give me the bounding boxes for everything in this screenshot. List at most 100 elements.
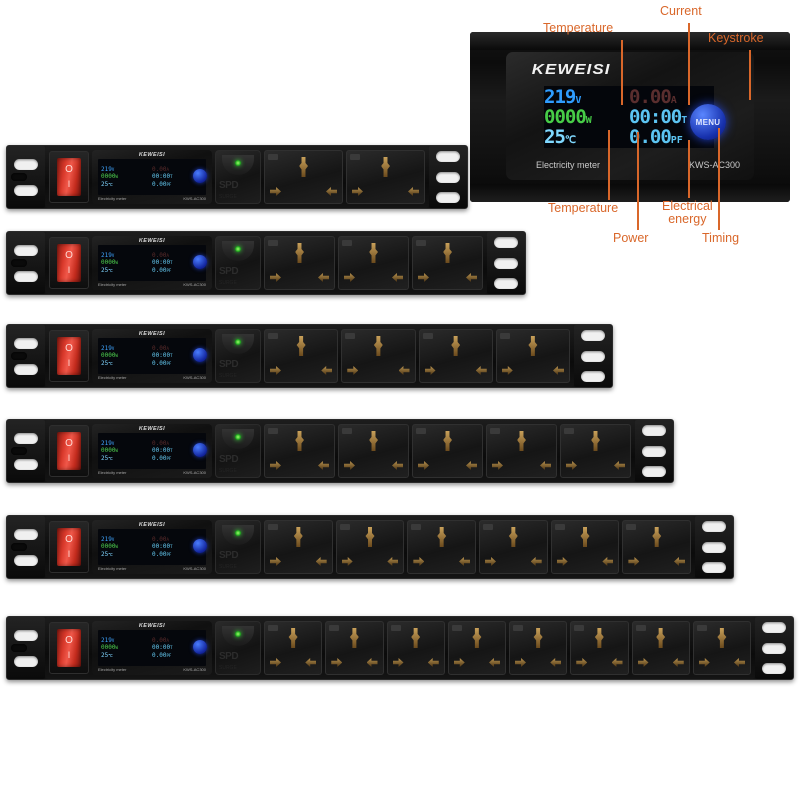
power-socket[interactable] xyxy=(346,150,425,204)
socket-group xyxy=(264,424,631,478)
bracket-cable-grommet xyxy=(11,259,27,267)
annotation-leader-line-temperature-bot xyxy=(608,130,610,200)
power-socket[interactable] xyxy=(338,424,409,478)
annotation-line: Temperature xyxy=(543,21,614,35)
socket-shutter-tab xyxy=(268,333,278,339)
socket-neutral-pin-hole xyxy=(672,658,684,667)
power-socket[interactable] xyxy=(447,621,506,675)
power-socket[interactable] xyxy=(264,236,335,290)
annotation-leader-line-keystroke xyxy=(749,50,751,100)
rack-mount-bracket-left xyxy=(7,232,45,294)
lcd-power-value: 0000 xyxy=(544,105,587,128)
socket-earth-pin-hole xyxy=(443,431,452,451)
power-socket[interactable] xyxy=(560,424,631,478)
menu-button[interactable] xyxy=(193,539,207,553)
power-socket[interactable] xyxy=(631,621,690,675)
power-socket[interactable] xyxy=(622,520,692,574)
socket-shutter-tab xyxy=(268,625,278,631)
power-socket[interactable] xyxy=(412,236,483,290)
power-socket[interactable] xyxy=(407,520,477,574)
socket-live-pin-hole xyxy=(492,461,503,470)
power-socket[interactable] xyxy=(341,329,416,383)
power-socket[interactable] xyxy=(264,150,343,204)
meter-brand-label: KEWEISI xyxy=(138,152,166,158)
power-socket[interactable] xyxy=(550,520,620,574)
socket-earth-pin-hole xyxy=(365,527,375,547)
menu-button[interactable] xyxy=(193,255,207,269)
bracket-slot xyxy=(14,363,38,375)
socket-live-pin-hole xyxy=(270,366,281,375)
socket-group xyxy=(264,520,692,574)
socket-earth-pin-hole xyxy=(411,628,421,648)
power-socket[interactable] xyxy=(495,329,570,383)
power-socket[interactable] xyxy=(264,424,335,478)
socket-shutter-tab xyxy=(554,524,565,530)
annotation-line: Keystroke xyxy=(708,31,764,45)
socket-neutral-pin-hole xyxy=(489,658,500,667)
power-socket[interactable] xyxy=(570,621,629,675)
callout-bezel-top xyxy=(470,32,790,50)
socket-shutter-tab xyxy=(339,524,350,530)
menu-button[interactable] xyxy=(193,348,207,362)
socket-shutter-tab xyxy=(574,625,585,631)
power-socket[interactable] xyxy=(335,520,405,574)
socket-neutral-pin-hole xyxy=(614,461,625,470)
power-socket[interactable] xyxy=(264,329,339,383)
socket-live-pin-hole xyxy=(331,658,343,667)
socket-earth-pin-hole xyxy=(288,628,298,648)
annotation-line: Current xyxy=(660,4,702,18)
power-socket[interactable] xyxy=(479,520,548,574)
power-socket[interactable] xyxy=(338,236,409,290)
meter-model-label: KWS-AC300 xyxy=(183,470,206,475)
socket-neutral-pin-hole xyxy=(326,187,337,196)
rack-mount-bracket-right xyxy=(755,617,793,679)
power-socket[interactable] xyxy=(692,621,751,675)
menu-button[interactable] xyxy=(193,640,207,654)
socket-shutter-tab xyxy=(268,428,278,434)
bracket-slot xyxy=(642,466,666,477)
socket-shutter-tab xyxy=(329,625,340,631)
power-socket[interactable] xyxy=(486,424,557,478)
rack-mount-bracket-right xyxy=(695,516,733,578)
switch-on-marking: I xyxy=(67,179,71,190)
socket-shutter-tab xyxy=(390,625,401,631)
menu-button[interactable] xyxy=(193,169,207,183)
rack-mount-bracket-left xyxy=(7,325,45,387)
socket-live-pin-hole xyxy=(413,557,425,566)
menu-button[interactable] xyxy=(193,443,207,457)
power-socket[interactable] xyxy=(264,520,333,574)
socket-live-pin-hole xyxy=(566,461,577,470)
meter-brand-label: KEWEISI xyxy=(138,426,166,432)
power-socket[interactable] xyxy=(386,621,445,675)
rack-mount-bracket-left xyxy=(7,146,45,208)
socket-earth-pin-hole xyxy=(369,243,378,263)
menu-button[interactable]: MENU xyxy=(690,104,726,140)
bracket-slot xyxy=(436,151,460,162)
annotation-leader-line-electrical-energy xyxy=(688,140,690,198)
socket-shutter-tab xyxy=(411,524,422,530)
spd-status-led xyxy=(235,434,241,440)
power-socket[interactable] xyxy=(325,621,384,675)
switch-off-marking: O xyxy=(65,163,73,175)
meter-brand-label: KEWEISI xyxy=(138,623,166,629)
power-socket[interactable] xyxy=(412,424,483,478)
power-socket[interactable] xyxy=(264,621,323,675)
lcd-power-factor-unit: PF xyxy=(670,135,683,147)
lcd-voltage-unit: V xyxy=(575,94,582,106)
power-socket[interactable] xyxy=(418,329,493,383)
power-socket[interactable] xyxy=(509,621,568,675)
lcd-power-factor-value: 0.00 xyxy=(629,126,672,149)
